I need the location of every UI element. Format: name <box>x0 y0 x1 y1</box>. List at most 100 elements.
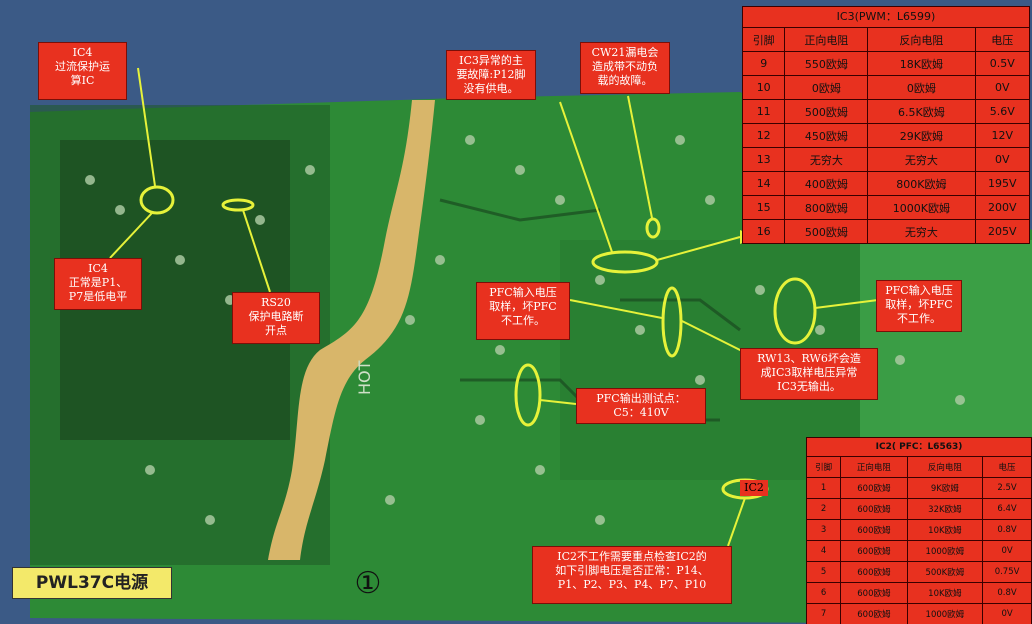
ic2-table-cell: 1000欧姆 <box>906 540 984 562</box>
ic2-table-cell: 0V <box>982 603 1032 624</box>
ic3-table-cell: 16 <box>741 219 786 244</box>
ic2-table-cell: 600欧姆 <box>840 561 908 583</box>
ic3-marker <box>591 250 659 274</box>
ic3-table-cell: 6.5K欧姆 <box>867 99 976 124</box>
pfc-output-marker <box>514 363 542 427</box>
callout-rw13-rw6: RW13、RW6坏会造 成IC3取样电压异常 IC3无输出。 <box>740 348 878 400</box>
callout-rs20: RS20 保护电路断 开点 <box>232 292 320 344</box>
ic2-table-cell: 1000欧姆 <box>906 603 984 624</box>
ic3-table-cell: 29K欧姆 <box>867 123 976 148</box>
pfc-input-marker <box>661 286 683 358</box>
ic2-table-cell: 3 <box>805 519 842 541</box>
callout-pfc-input-mid-text: PFC输入电压 取样，坏PFC 不工作。 <box>489 286 557 327</box>
callout-ic4-overcurrent: IC4 过流保护运 算IC <box>38 42 127 100</box>
callout-pfc-output-text: PFC输出测试点： C5：410V <box>596 392 686 419</box>
ic3-table-cell: 500欧姆 <box>784 219 869 244</box>
ic2-table-cell: 2.5V <box>982 477 1032 499</box>
ic3-header-cell: 反向电阻 <box>867 27 976 52</box>
ic3-table-cell: 195V <box>974 171 1031 196</box>
ic2-table-cell: 2 <box>805 498 842 520</box>
ic2-table-cell: 0V <box>982 540 1032 562</box>
ic3-header-cell: 引脚 <box>741 27 786 52</box>
ic2-table-cell: 600欧姆 <box>840 582 908 604</box>
ic2-table-header-row: 引脚 正向电阻 反向电阻 电压 <box>805 456 1032 478</box>
ic3-table-cell: 12V <box>974 123 1031 148</box>
ic3-table-cell: 800K欧姆 <box>867 171 976 196</box>
ic3-header-cell: 电压 <box>974 27 1031 52</box>
callout-pfc-input-mid: PFC输入电压 取样，坏PFC 不工作。 <box>476 282 570 340</box>
ic3-table-cell: 550欧姆 <box>784 51 869 76</box>
ic2-table-cell: 10K欧姆 <box>906 519 984 541</box>
hot-label: HOT <box>355 360 374 395</box>
ic3-table-cell: 0V <box>974 75 1031 100</box>
callout-ic4-normal-text: IC4 正常是P1、 P7是低电平 <box>68 262 128 303</box>
ic2-table-cell: 600欧姆 <box>840 540 908 562</box>
ic3-table-cell: 0.5V <box>974 51 1031 76</box>
callout-cw21-text: CW21漏电会 造成带不动负 载的故障。 <box>591 46 659 87</box>
ic3-table-cell: 无穷大 <box>784 147 869 172</box>
ic3-table-cell: 14 <box>741 171 786 196</box>
ic3-table-cell: 无穷大 <box>867 147 976 172</box>
ic4-marker <box>139 185 175 215</box>
ic2-header-cell: 引脚 <box>805 456 842 478</box>
ic3-table-cell: 0欧姆 <box>867 75 976 100</box>
ic3-table-cell: 800欧姆 <box>784 195 869 220</box>
ic2-table-cell: 6.4V <box>982 498 1032 520</box>
ic3-table-cell: 13 <box>741 147 786 172</box>
callout-rw13-rw6-text: RW13、RW6坏会造 成IC3取样电压异常 IC3无输出。 <box>757 352 861 393</box>
ic3-table-cell: 450欧姆 <box>784 123 869 148</box>
ic3-table-cell: 200V <box>974 195 1031 220</box>
callout-pfc-output: PFC输出测试点： C5：410V <box>576 388 706 424</box>
ic2-chip-label: IC2 <box>740 480 768 496</box>
ic3-table-cell: 12 <box>741 123 786 148</box>
ic3-table-cell: 205V <box>974 219 1031 244</box>
callout-pfc-input-right: PFC输入电压 取样，坏PFC 不工作。 <box>876 280 962 332</box>
ic2-table-cell: 600欧姆 <box>840 603 908 624</box>
ic2-table-cell: 0.75V <box>982 561 1032 583</box>
ic2-table-cell: 5 <box>805 561 842 583</box>
ic2-table-cell: 0.8V <box>982 582 1032 604</box>
ic3-table-cell: 400欧姆 <box>784 171 869 196</box>
figure-number: ① <box>354 566 382 601</box>
callout-ic3-fault: IC3异常的主 要故障:P12脚 没有供电。 <box>446 50 536 100</box>
ic2-header-cell: 正向电阻 <box>840 456 908 478</box>
model-label: PWL37C电源 <box>12 567 172 599</box>
rs20-marker <box>221 198 255 212</box>
rw-marker <box>773 277 817 345</box>
ic2-header-cell: 电压 <box>982 456 1032 478</box>
ic2-table-title: IC2( PFC：L6563) <box>806 437 1032 456</box>
ic3-table-cell: 15 <box>741 195 786 220</box>
cw21-marker <box>645 217 661 239</box>
callout-ic3-fault-text: IC3异常的主 要故障:P12脚 没有供电。 <box>456 54 526 95</box>
ic2-table-cell: 1 <box>805 477 842 499</box>
ic3-table-cell: 1000K欧姆 <box>867 195 976 220</box>
callout-ic4-overcurrent-text: IC4 过流保护运 算IC <box>55 46 110 87</box>
ic2-header-cell: 反向电阻 <box>906 456 984 478</box>
ic2-table-cell: 600欧姆 <box>840 477 908 499</box>
ic3-table-cell: 10 <box>741 75 786 100</box>
callout-rs20-text: RS20 保护电路断 开点 <box>248 296 304 337</box>
ic3-table-cell: 0欧姆 <box>784 75 869 100</box>
callout-pfc-input-right-text: PFC输入电压 取样，坏PFC 不工作。 <box>885 284 953 325</box>
ic3-table-cell: 0V <box>974 147 1031 172</box>
